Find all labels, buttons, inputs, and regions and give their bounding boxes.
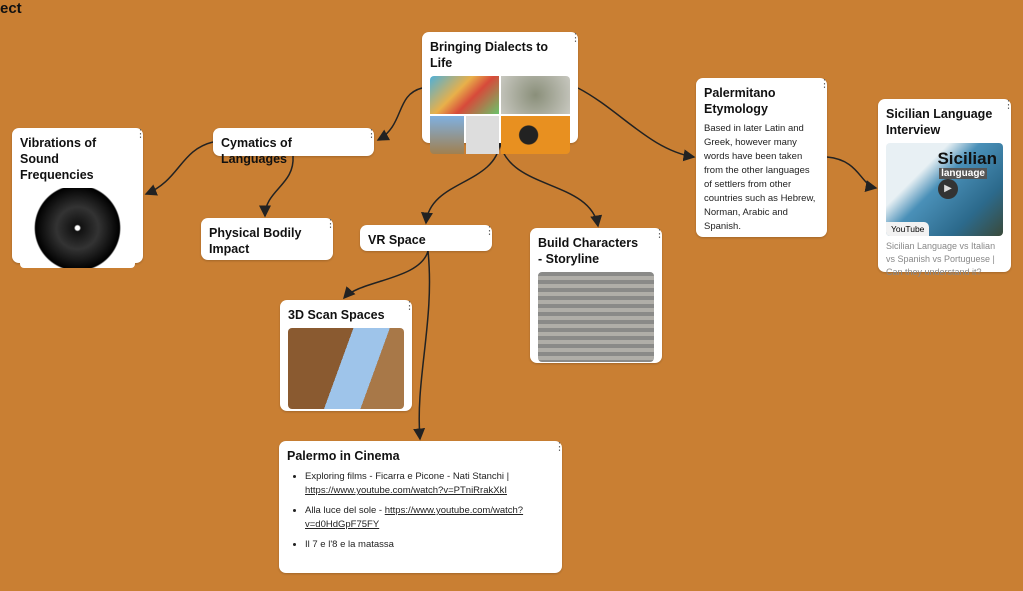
more-vertical-icon[interactable]: ⋮: [404, 300, 415, 312]
card-body: Based in later Latin and Greek, however …: [704, 123, 816, 232]
card-title: Bringing Dialects to Life: [430, 40, 549, 70]
more-vertical-icon[interactable]: ⋮: [554, 441, 565, 453]
more-vertical-icon[interactable]: ⋮: [819, 78, 830, 90]
arrow-dialects-etymology: [577, 87, 696, 162]
building-photo: [288, 328, 404, 409]
film-list: Exploring films - Ficarra e Picone - Nat…: [287, 470, 554, 552]
card-cymatics[interactable]: ⋮ Cymatics of Languages: [213, 128, 377, 166]
youtube-link[interactable]: https://www.youtube.com/watch?v=d0HdGpF7…: [305, 505, 524, 530]
arrow-cymatics-vibrations: [144, 141, 214, 196]
more-vertical-icon[interactable]: ⋮: [325, 218, 336, 230]
list-item: Alla luce del sole - https://www.youtube…: [305, 504, 554, 532]
arrow-etymology-interview: [826, 156, 878, 192]
card-dialects[interactable]: ⋮ Bringing Dialects to Life: [422, 32, 581, 154]
list-item: Il 7 e l'8 e la matassa: [305, 538, 554, 552]
cymatics-plate-image: [20, 188, 135, 268]
arrow-dialects-vr: [421, 142, 501, 225]
card-vibrations[interactable]: ⋮ Vibrations of Sound Frequencies: [12, 128, 146, 268]
arrow-dialects-cymatics: [376, 87, 423, 141]
card-title: 3D Scan Spaces: [288, 308, 385, 322]
card-title: Physical Bodily Impact: [209, 226, 302, 256]
play-icon[interactable]: ▶: [938, 179, 958, 199]
card-title: Sicilian Language Interview: [886, 107, 993, 137]
card-title: VR Space: [368, 233, 426, 247]
more-vertical-icon[interactable]: ⋮: [366, 128, 377, 140]
more-vertical-icon[interactable]: ⋮: [135, 128, 146, 140]
card-title: Palermitano Etymology: [704, 86, 776, 116]
card-physical[interactable]: ⋮ Physical Bodily Impact: [201, 218, 336, 260]
video-thumbnail[interactable]: Sicilian language ▶ YouTube: [886, 143, 1003, 236]
card-vr[interactable]: ⋮ VR Space: [360, 225, 495, 251]
more-vertical-icon[interactable]: ⋮: [570, 32, 581, 44]
card-scan[interactable]: ⋮ 3D Scan Spaces: [280, 300, 415, 411]
card-interview[interactable]: ⋮ Sicilian Language Interview Sicilian l…: [878, 99, 1014, 277]
list-item: Exploring films - Ficarra e Picone - Nat…: [305, 470, 554, 498]
arrow-cymatics-physical: [259, 155, 294, 218]
more-vertical-icon[interactable]: ⋮: [1003, 99, 1014, 111]
card-characters[interactable]: ⋮ Build Characters - Storyline: [530, 228, 665, 363]
source-badge: YouTube: [886, 222, 930, 236]
collage-image: [430, 76, 570, 154]
stairs-photo: [538, 272, 654, 362]
youtube-link[interactable]: https://www.youtube.com/watch?v=PTniRrak…: [305, 485, 507, 496]
arrow-vr-cinema: [413, 250, 431, 441]
card-etymology[interactable]: ⋮ Palermitano Etymology Based in later L…: [696, 78, 830, 237]
card-title: Cymatics of Languages: [221, 136, 292, 166]
card-title: Build Characters - Storyline: [538, 236, 639, 266]
arrow-vr-scan: [343, 250, 429, 300]
card-cinema[interactable]: ⋮ Palermo in Cinema Exploring films - Fi…: [279, 441, 565, 573]
card-title: Palermo in Cinema: [287, 449, 400, 463]
card-title: Vibrations of Sound Frequencies: [20, 136, 97, 182]
board-title: ect: [0, 0, 22, 17]
arrow-dialects-characters: [499, 142, 603, 228]
more-vertical-icon[interactable]: ⋮: [654, 228, 665, 240]
more-vertical-icon[interactable]: ⋮: [484, 225, 495, 237]
video-caption[interactable]: Sicilian Language vs Italian vs Spanish …: [886, 241, 996, 277]
